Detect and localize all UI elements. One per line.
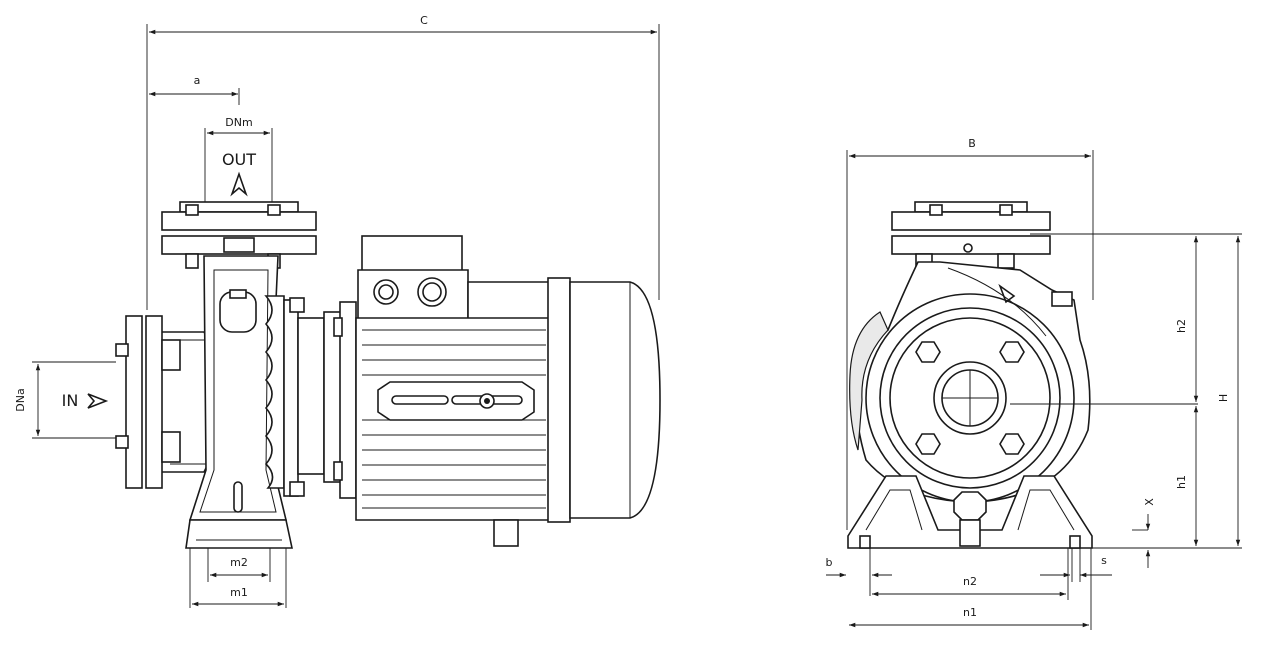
dimension-n1: n1 <box>849 548 1092 630</box>
front-inlet-flange <box>865 293 1075 503</box>
label-h: H <box>1217 394 1230 402</box>
outlet-marker: OUT <box>222 150 256 197</box>
label-n1: n1 <box>963 606 977 619</box>
dimension-dna: DNa <box>14 361 116 439</box>
label-dnm: DNm <box>225 116 252 129</box>
side-view: C a DNm OUT <box>14 14 661 608</box>
dimension-c: C <box>146 14 660 310</box>
motor-foot <box>493 519 519 547</box>
label-m2: m2 <box>230 556 248 569</box>
outlet-flange <box>161 201 317 269</box>
rotation-arrow-icon <box>998 283 1016 304</box>
label-h1: h1 <box>1175 475 1188 489</box>
dimension-dnm: DNm <box>204 116 273 202</box>
inlet-flange <box>115 315 215 489</box>
dimension-n2: n2 <box>872 548 1069 600</box>
label-m1: m1 <box>230 586 248 599</box>
out-label: OUT <box>222 150 256 169</box>
in-label: IN <box>62 391 79 410</box>
front-base <box>847 475 1093 549</box>
front-outlet-flange <box>891 201 1051 269</box>
dimension-m2: m2 <box>207 548 271 582</box>
dimension-b-width: B <box>846 137 1094 530</box>
label-dna: DNa <box>14 388 27 411</box>
dimension-m1: m1 <box>189 548 287 608</box>
motor-flange <box>333 301 357 499</box>
label-b-width: B <box>968 137 976 150</box>
front-view: B <box>826 137 1242 630</box>
out-arrow-icon <box>230 171 248 197</box>
label-s: s <box>1101 554 1107 567</box>
label-x: X <box>1143 498 1156 506</box>
inlet-marker: IN <box>62 391 109 410</box>
label-b-slot: b <box>826 556 833 569</box>
dimension-b-slot: b <box>826 548 892 596</box>
volute-body <box>188 255 288 521</box>
label-a: a <box>194 74 201 87</box>
motor-fan-cover <box>547 277 661 523</box>
in-arrow-icon <box>87 393 109 409</box>
dimension-x: X <box>1132 498 1156 568</box>
pump-base <box>185 519 293 549</box>
label-c: C <box>420 14 428 27</box>
motor-body <box>355 317 551 521</box>
label-h2: h2 <box>1175 319 1188 333</box>
dimension-s: s <box>1040 548 1112 582</box>
terminal-box <box>357 235 551 323</box>
dimension-a: a <box>149 74 240 105</box>
dimension-heights: h2 h1 H <box>1010 233 1242 549</box>
label-n2: n2 <box>963 575 977 588</box>
